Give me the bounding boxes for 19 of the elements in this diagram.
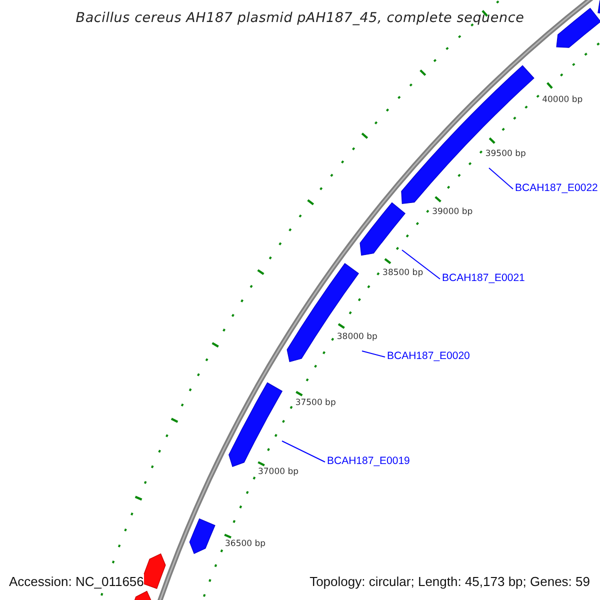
- leader-line: [282, 440, 326, 462]
- info-text: Accession: NC_011656: [9, 574, 144, 590]
- tick-label: 38500 bp: [382, 268, 424, 278]
- gene-label: BCAH187_E0021: [442, 271, 525, 285]
- tick-label: 36500 bp: [225, 538, 266, 549]
- tick-label: 37500 bp: [295, 398, 336, 408]
- gene-label: BCAH187_E0022: [515, 181, 598, 195]
- tick-label: 40000 bp: [542, 94, 583, 105]
- tick-label: 37000 bp: [258, 467, 299, 478]
- tick-label: 38000 bp: [336, 332, 378, 342]
- leader-line: [488, 168, 514, 190]
- map-title: Bacillus cereus AH187 plasmid pAH187_45, complete sequence: [74, 9, 526, 27]
- leader-line: [402, 250, 440, 280]
- tick-label: 39500 bp: [485, 148, 526, 159]
- leader-line: [362, 350, 386, 358]
- gene-label: BCAH187_E0019: [327, 454, 410, 468]
- info-text: Topology: circular; Length: 45,173 bp; Genes: 59: [310, 574, 590, 590]
- gene-label: BCAH187_E0020: [387, 349, 470, 363]
- tick-label: 39000 bp: [432, 206, 473, 217]
